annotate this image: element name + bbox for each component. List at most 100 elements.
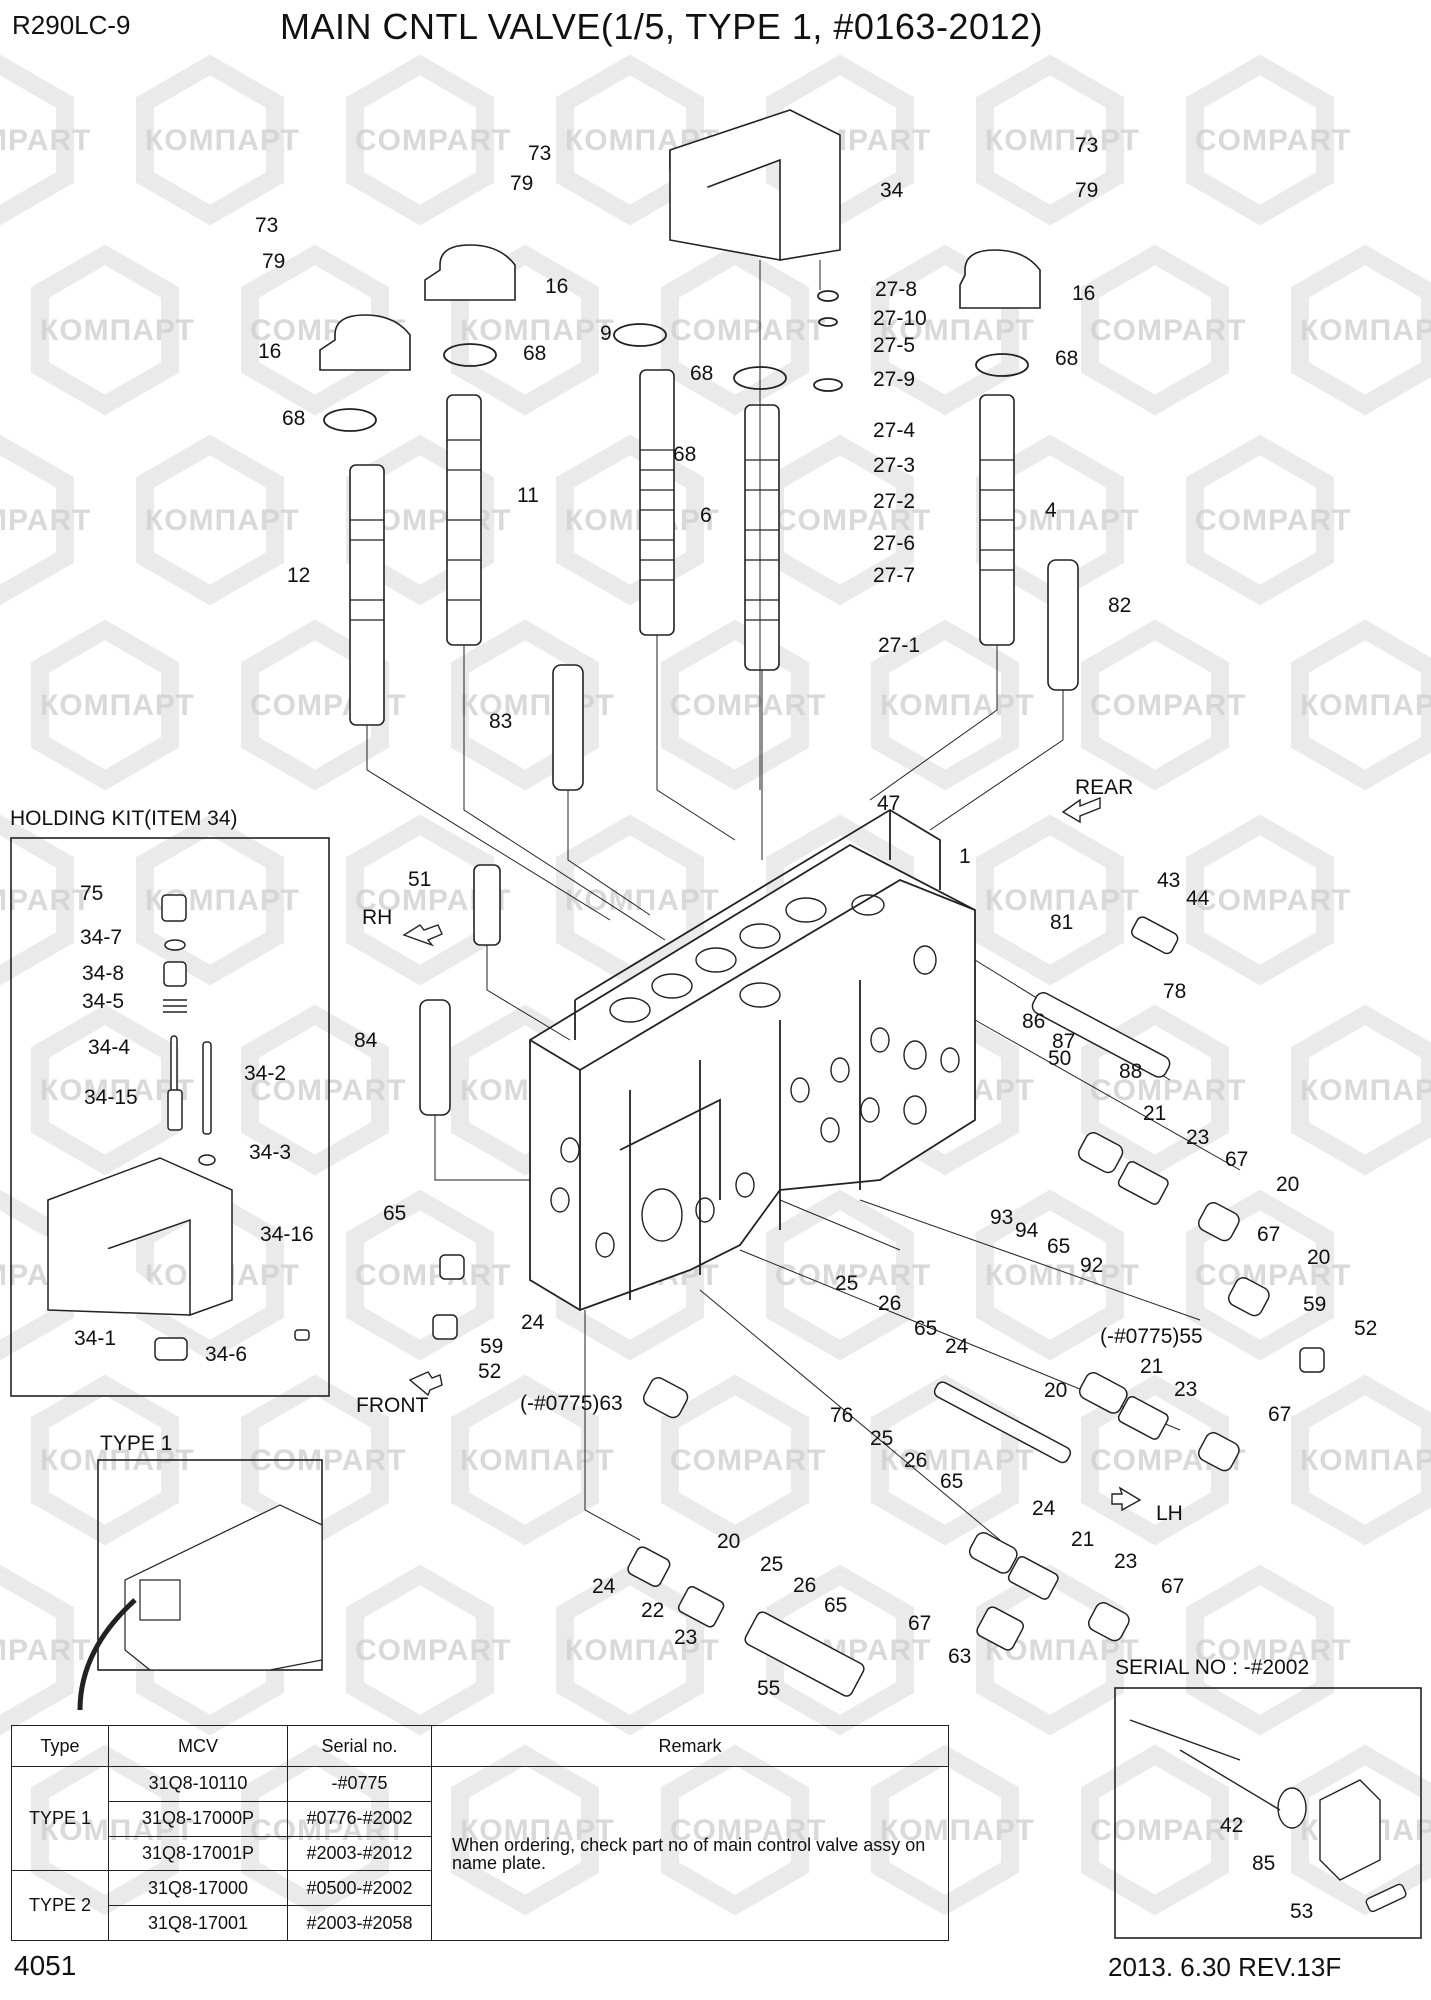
watermark-text: КОМПАРТ	[565, 884, 720, 917]
watermark-text: COMPART	[1090, 1814, 1246, 1847]
holding-kit-parts	[47, 894, 310, 1361]
callout-23: 23	[1186, 1126, 1209, 1149]
watermark-text: КОМПАРТ	[460, 314, 615, 347]
watermark-hexagon	[346, 814, 494, 986]
watermark-hexagon	[1081, 619, 1229, 791]
callout-34-4: 34-4	[88, 1036, 130, 1059]
watermark-text: КОМПАРТ	[1300, 689, 1431, 722]
callout-25: 25	[835, 1272, 858, 1295]
callout-76: 76	[830, 1404, 853, 1427]
watermark-text: COMPART	[355, 124, 511, 157]
watermark-hexagon	[136, 814, 284, 986]
date-revision: 2013. 6.30 REV.13F	[1108, 1952, 1342, 1982]
callout-27-4: 27-4	[873, 419, 915, 442]
callout-34-2: 34-2	[244, 1062, 286, 1085]
callout-27-9: 27-9	[873, 368, 915, 391]
watermark-text: КОМПАРТ	[145, 124, 300, 157]
watermark-text: КОМПАРТ	[1300, 314, 1431, 347]
callout-20: 20	[717, 1530, 740, 1553]
callout-26: 26	[793, 1574, 816, 1597]
watermark-text: КОМПАРТ	[565, 1634, 720, 1667]
watermark-hexagon	[556, 814, 704, 986]
watermark-hexagon	[0, 814, 74, 986]
callout-34-6: 34-6	[205, 1343, 247, 1366]
rear-label: REAR	[1075, 776, 1134, 799]
callout-34-5: 34-5	[82, 990, 124, 1013]
mcv-cell: 31Q8-17001P	[108, 1835, 288, 1872]
table-row: 31Q8-17000P #0776-#2002	[12, 1800, 949, 1837]
callout-83: 83	[489, 710, 512, 733]
callout-94: 94	[1015, 1219, 1039, 1242]
callout-59: 59	[480, 1335, 503, 1358]
watermark-hexagon	[31, 1004, 179, 1176]
callout-68: 68	[523, 342, 546, 365]
col-serial: Serial no.	[287, 1725, 432, 1767]
callout-27-10: 27-10	[873, 307, 927, 330]
callout-65: 65	[824, 1594, 847, 1617]
callout-27-7: 27-7	[873, 564, 915, 587]
callout-1: 1	[959, 845, 971, 868]
callout-79: 79	[1075, 179, 1098, 202]
serial-inset-label: SERIAL NO : -#2002	[1115, 1656, 1310, 1679]
watermark-hexagon	[1081, 244, 1229, 416]
callout-85: 85	[1252, 1852, 1275, 1875]
page-number: 4051	[14, 1950, 77, 1981]
lh-label: LH	[1156, 1502, 1183, 1525]
side-parts	[432, 916, 1325, 1697]
callout-34-8: 34-8	[82, 962, 124, 985]
watermark-hexagon	[31, 244, 179, 416]
callout-4: 4	[1045, 499, 1057, 522]
watermark-text: КОМПАРТ	[880, 314, 1035, 347]
watermark-hexagon	[31, 1374, 179, 1546]
callout-23: 23	[1174, 1378, 1197, 1401]
callout-67: 67	[1268, 1403, 1291, 1426]
watermark-hexagon	[556, 54, 704, 226]
watermark-hexagon	[1291, 619, 1431, 791]
watermark-text: COMPART	[1090, 689, 1246, 722]
callout-81: 81	[1050, 911, 1073, 934]
type-cell: TYPE 1	[11, 1765, 109, 1872]
watermark-hexagon	[451, 1374, 599, 1546]
watermark-text: КОМПАРТ	[145, 504, 300, 537]
watermark-hexagon	[1081, 1374, 1229, 1546]
callout-55: 55	[757, 1677, 780, 1700]
callout-78: 78	[1163, 980, 1186, 1003]
callout-34-15: 34-15	[84, 1086, 138, 1109]
watermark-text: КОМПАРТ	[460, 1444, 615, 1477]
watermark-hexagon	[976, 814, 1124, 986]
callout-68: 68	[673, 443, 696, 466]
watermark-text: КОМПАРТ	[40, 689, 195, 722]
callout-52: 52	[1354, 1317, 1377, 1340]
direction-arrows	[402, 796, 1142, 1512]
watermark-text: COMPART	[1090, 1074, 1246, 1107]
callout-50: 50	[1048, 1047, 1071, 1070]
callout-82: 82	[1108, 594, 1131, 617]
remark-cell: When ordering, check part no of main con…	[431, 1766, 949, 1941]
serial-cell: #2003-#2058	[287, 1905, 432, 1941]
watermark-text: COMPART	[1195, 1634, 1351, 1667]
callout-20: 20	[1307, 1246, 1330, 1269]
watermark-text: COMPART	[1195, 884, 1351, 917]
callout-27-6: 27-6	[873, 532, 915, 555]
watermark-hexagon	[1186, 434, 1334, 606]
callout-12: 12	[287, 564, 310, 587]
spools	[349, 369, 1015, 726]
serial-inset-parts	[1129, 1719, 1407, 1913]
page-title: MAIN CNTL VALVE(1/5, TYPE 1, #0163-2012)	[280, 6, 1044, 47]
watermark-hexagon	[556, 434, 704, 606]
watermark-hexagon	[346, 1189, 494, 1361]
callout-27-8: 27-8	[875, 278, 917, 301]
callout-16: 16	[1072, 282, 1095, 305]
callout-27-2: 27-2	[873, 490, 915, 513]
callout-34-16: 34-16	[260, 1223, 314, 1246]
col-type: Type	[11, 1725, 109, 1767]
table-row: 31Q8-17001P #2003-#2012	[12, 1835, 949, 1872]
callout-65: 65	[940, 1470, 963, 1493]
callout-24: 24	[521, 1311, 545, 1334]
table-row: TYPE 2 31Q8-17000 #0500-#2002	[11, 1870, 949, 1941]
watermark-hexagon	[31, 619, 179, 791]
callout-34-1: 34-1	[74, 1327, 116, 1350]
callout-22: 22	[641, 1599, 664, 1622]
callout-65: 65	[383, 1202, 406, 1225]
